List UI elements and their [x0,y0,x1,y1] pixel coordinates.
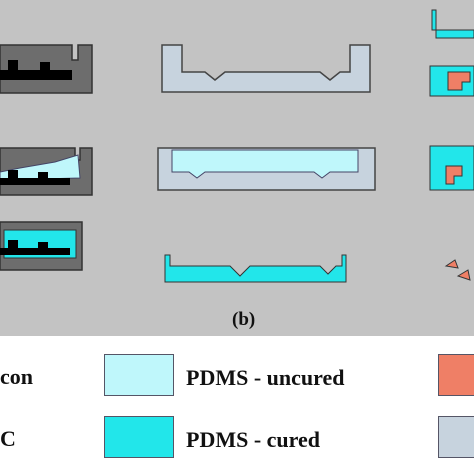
legend-swatch-orange [438,354,474,396]
step-3-insert-pieces [444,259,471,281]
legend-label-silicon: con [0,364,33,389]
step-2-insert-assembly [429,145,474,191]
legend-label-pdms-uncured: PDMS - uncured [186,365,345,390]
silicon-master [0,240,70,255]
step-1-mold-empty [0,44,93,94]
silicon-master [0,170,70,185]
legend-label-c: C [0,426,16,451]
step-1-insert-assembly [429,65,474,97]
step-1-acrylic-piece [161,44,371,93]
legend-swatch-pdms-uncured [104,354,174,396]
silicon-master [0,60,72,80]
legend-swatch-acrylic [438,416,474,458]
panel-label: (b) [232,309,256,330]
legend: con PDMS - uncured C PDMS - cured [0,336,474,474]
step-3-cured-channel [164,254,347,283]
legend-swatch-pdms-cured [104,416,174,458]
pdms-uncured-pour [0,154,81,181]
step-3-mold-cured [0,221,83,271]
step-1-insert-top [431,9,474,39]
pdms-uncured-fill [171,149,359,179]
orange-insert [447,71,471,91]
legend-label-pdms-cured: PDMS - cured [186,427,321,452]
process-diagram [0,0,474,336]
step-2-mold-pouring [0,147,93,196]
orange-insert [445,165,463,185]
step-2-acrylic-with-pdms [157,147,376,191]
